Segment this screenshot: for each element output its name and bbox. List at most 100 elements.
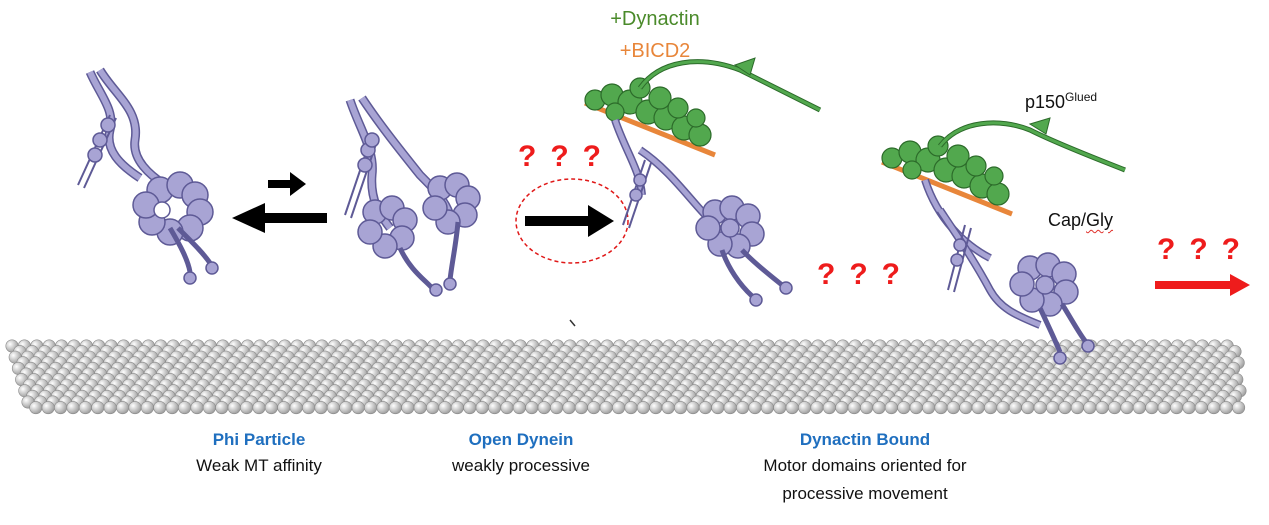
forward-arrow-small	[268, 172, 306, 196]
tubulin-subunit	[289, 401, 303, 415]
tubulin-subunit	[1046, 401, 1060, 415]
tubulin-subunit	[760, 401, 774, 415]
tubulin-subunit	[401, 401, 415, 415]
tubulin-subunit	[264, 401, 278, 415]
dashed-highlight-circle	[515, 178, 629, 264]
tubulin-subunit	[140, 401, 154, 415]
tubulin-subunit	[1219, 401, 1233, 415]
tubulin-subunit	[78, 401, 92, 415]
tubulin-subunit	[909, 401, 923, 415]
tubulin-subunit	[698, 401, 712, 415]
tubulin-subunit	[574, 401, 588, 415]
tubulin-subunit	[897, 401, 911, 415]
tubulin-subunit	[922, 401, 936, 415]
tubulin-subunit	[934, 401, 948, 415]
tubulin-subunit	[463, 401, 477, 415]
p150-label: p150Glued	[1025, 90, 1098, 112]
tubulin-subunit	[872, 401, 886, 415]
tubulin-subunit	[240, 401, 254, 415]
tubulin-subunit	[116, 401, 130, 415]
tubulin-subunit	[1108, 401, 1122, 415]
tubulin-subunit	[674, 401, 688, 415]
tubulin-subunit	[500, 401, 514, 415]
phi-particle-dynein	[77, 67, 219, 285]
tubulin-subunit	[810, 401, 824, 415]
open-dynein	[344, 95, 481, 297]
tubulin-subunit	[512, 401, 526, 415]
tubulin-subunit	[413, 401, 427, 415]
equilibrium-arrows	[232, 172, 327, 233]
tubulin-subunit	[1120, 401, 1134, 415]
dynactin-binding-arrow	[515, 178, 629, 264]
tubulin-subunit	[599, 401, 613, 415]
tubulin-subunit	[562, 401, 576, 415]
tubulin-subunit	[835, 401, 849, 415]
open-dynein-title: Open Dynein	[468, 430, 574, 449]
tubulin-subunit	[66, 401, 80, 415]
tubulin-subunit	[314, 401, 328, 415]
tubulin-subunit	[624, 401, 638, 415]
tubulin-subunit	[537, 401, 551, 415]
open-dynein-desc: weakly processive	[452, 456, 590, 475]
tubulin-subunit	[860, 401, 874, 415]
tubulin-subunit	[252, 401, 266, 415]
capgly-label: Cap/Gly	[1048, 210, 1114, 230]
motion-arrow	[1155, 274, 1250, 296]
tubulin-subunit	[686, 401, 700, 415]
tubulin-subunit	[326, 401, 340, 415]
tubulin-subunit	[488, 401, 502, 415]
tubulin-subunit	[277, 401, 291, 415]
tubulin-subunit	[984, 401, 998, 415]
bicd2-label: +BICD2	[619, 40, 691, 62]
tubulin-subunit	[103, 401, 117, 415]
tubulin-subunit	[661, 401, 675, 415]
tubulin-subunit	[475, 401, 489, 415]
tubulin-subunit	[1083, 401, 1097, 415]
dynactin-bound-desc-2: processive movement	[782, 484, 948, 503]
stray-mark	[569, 319, 576, 327]
dynactin-bound-desc-1: Motor domains oriented for	[763, 456, 967, 475]
tubulin-subunit	[29, 401, 43, 415]
tubulin-subunit	[996, 401, 1010, 415]
tubulin-subunit	[1008, 401, 1022, 415]
tubulin-subunit	[302, 401, 316, 415]
tubulin-subunit	[178, 401, 192, 415]
dynein-bound-2	[921, 178, 1095, 365]
capgly-gly-text: Gly	[1086, 210, 1114, 230]
tubulin-subunit	[54, 401, 68, 415]
tubulin-subunit	[785, 401, 799, 415]
tubulin-subunit	[1194, 401, 1208, 415]
microtubule	[5, 339, 1247, 415]
tubulin-subunit	[1095, 401, 1109, 415]
tubulin-subunit	[525, 401, 539, 415]
dynein-bound-1	[611, 118, 793, 307]
tubulin-subunit	[41, 401, 55, 415]
binding-arrow	[525, 205, 614, 237]
tubulin-subunit	[723, 401, 737, 415]
tubulin-subunit	[711, 401, 725, 415]
tubulin-subunit	[91, 401, 105, 415]
tubulin-subunit	[153, 401, 167, 415]
dynactin-bound-title: Dynactin Bound	[799, 430, 931, 449]
dynactin-complex-motile	[881, 117, 1126, 217]
dynactin-complex-bound	[584, 57, 822, 158]
tubulin-subunit	[1058, 401, 1072, 415]
tubulin-subunit	[1182, 401, 1196, 415]
tubulin-subunit	[128, 401, 142, 415]
tubulin-subunit	[1232, 401, 1246, 415]
tubulin-subunit	[1021, 401, 1035, 415]
tubulin-subunit	[1033, 401, 1047, 415]
tubulin-subunit	[190, 401, 204, 415]
tubulin-subunit	[612, 401, 626, 415]
tubulin-subunit	[227, 401, 241, 415]
tubulin-subunit	[822, 401, 836, 415]
tubulin-subunit	[736, 401, 750, 415]
tubulin-subunit	[351, 401, 365, 415]
dynactin-filament	[584, 77, 712, 147]
tubulin-subunit	[773, 401, 787, 415]
tubulin-subunit	[649, 401, 663, 415]
tubulin-subunit	[215, 401, 229, 415]
dynactin-label: +Dynactin	[610, 8, 700, 30]
tubulin-subunit	[426, 401, 440, 415]
